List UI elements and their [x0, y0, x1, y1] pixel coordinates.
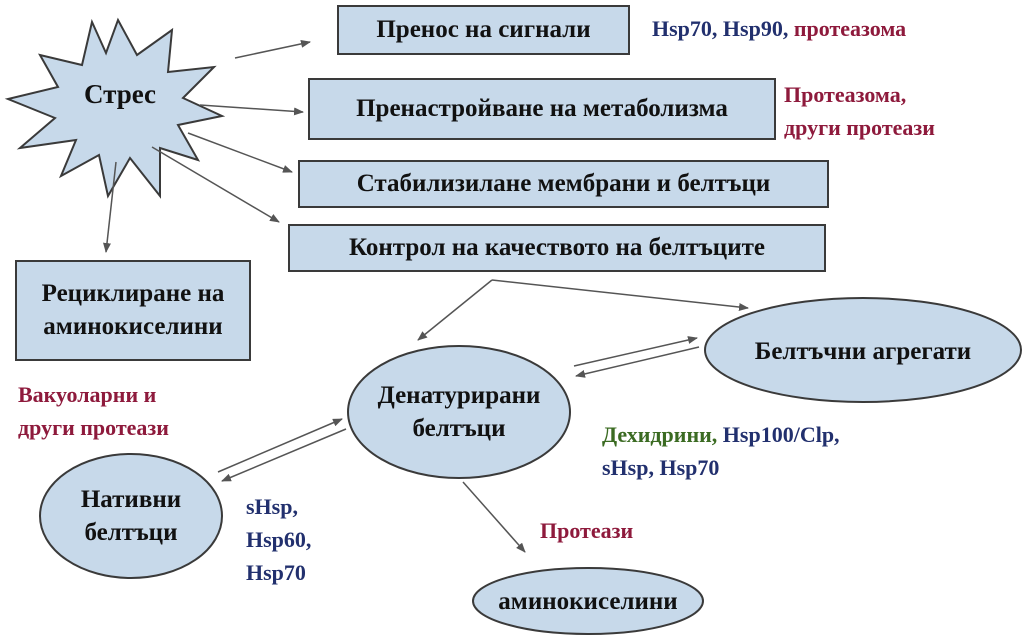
recycling-line-2: аминокиселини: [43, 312, 223, 340]
chaperones-line-2: Hsp60,: [246, 527, 312, 552]
native-chaperones-note: sHsp, Hsp60, Hsp70: [246, 490, 311, 589]
hsp100-text: Hsp100/Clp,: [717, 422, 840, 447]
dehydrins-text: Дехидрини,: [602, 422, 718, 447]
aminoacids-oval: [472, 567, 704, 635]
denatured-oval: [347, 345, 571, 479]
arrow-stress-to-metabolism: [199, 104, 304, 116]
signal-proteasome-text: протеазома: [788, 16, 907, 41]
metabolism-note-line-2: други протеази: [784, 115, 935, 140]
metabolism-note-line-1: Протеазома,: [784, 82, 907, 107]
vacuolar-proteases-note: Вакуоларни и други протеази: [18, 378, 169, 444]
arrow-stress-to-signal: [234, 39, 311, 59]
arrow-native-to-denatured: [217, 418, 343, 473]
arrow-stress-to-recycling: [103, 161, 117, 253]
dehydrins-note-line-2: sHsp, Hsp70: [602, 455, 720, 480]
quality-control-box: Контрол на качеството на белтъците: [288, 224, 826, 272]
signal-transduction-box: Пренос на сигнали: [337, 5, 630, 55]
arrow-denatured-to-aggregates: [573, 336, 698, 367]
signal-proteins-note: Hsp70, Hsp90, протеазома: [652, 12, 906, 45]
proteases-note: Протеази: [540, 518, 634, 543]
recycling-line-1: Рециклиране на: [41, 280, 225, 307]
stress-starburst-shape: [4, 17, 226, 199]
arrow-aggregates-to-denatured: [575, 346, 700, 378]
metabolism-proteases-note: Протеазома, други протеази: [784, 78, 935, 144]
vacuolar-note-line-1: Вакуоларни и: [18, 382, 157, 407]
arrow-denatured-to-native: [221, 428, 347, 482]
arrow-stress-to-quality: [151, 146, 280, 223]
vacuolar-note-line-2: други протеази: [18, 415, 169, 440]
aggregates-oval: [704, 297, 1022, 403]
arrow-stress-to-stabilize: [187, 132, 293, 173]
stabilization-box: Стабилизилане мембрани и белтъци: [298, 160, 829, 208]
arrow-quality-to-denatured: [417, 279, 493, 341]
dehydrins-note: Дехидрини, Hsp100/Clp, sHsp, Hsp70: [602, 418, 840, 484]
native-oval: [39, 453, 223, 579]
signal-hsp-text: Hsp70, Hsp90,: [652, 16, 789, 41]
arrow-denatured-to-aminoacids: [462, 481, 526, 553]
arrow-quality-to-aggregates: [491, 279, 749, 311]
recycling-box: Рециклиране на аминокиселини: [15, 260, 251, 361]
metabolism-box: Пренастройване на метаболизма: [308, 78, 776, 140]
chaperones-line-3: Hsp70: [246, 560, 306, 585]
chaperones-line-1: sHsp,: [246, 494, 298, 519]
